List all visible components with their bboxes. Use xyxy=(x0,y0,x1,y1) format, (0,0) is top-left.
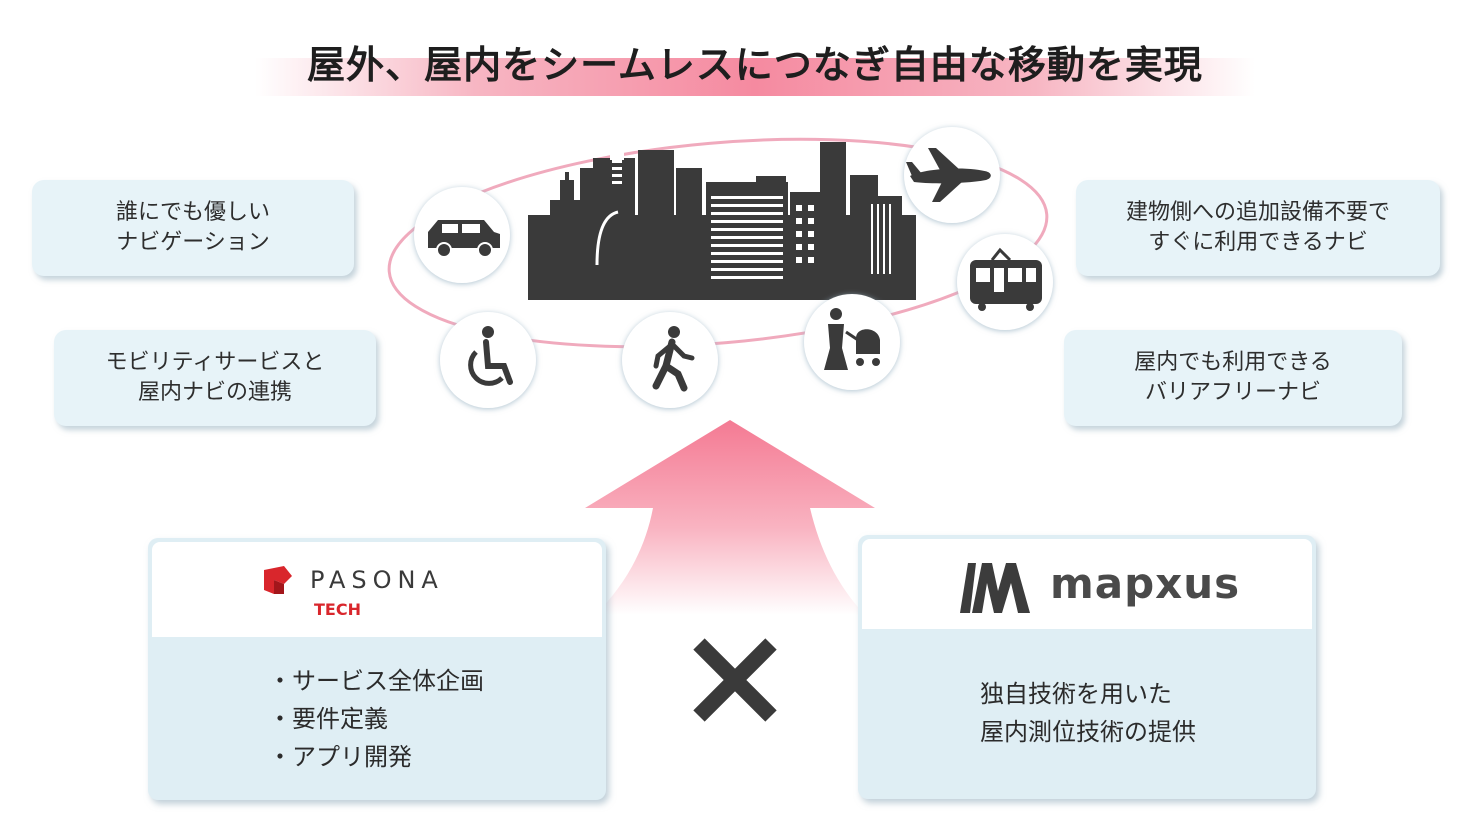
feature-line: 建物側への追加設備不要で xyxy=(1125,200,1390,225)
feature-card-barrier-free: 屋内でも利用できる バリアフリーナビ xyxy=(1064,330,1402,426)
feature-line: すぐに利用できるナビ xyxy=(1148,230,1368,255)
pasona-logo-sub: TECH xyxy=(314,600,361,619)
mapxus-logo-icon xyxy=(960,563,1030,613)
feature-card-friendly-navigation: 誰にでも優しい ナビゲーション xyxy=(32,180,354,276)
feature-line: 誰にでも優しい xyxy=(115,200,270,225)
pasona-role-list: サービス全体企画 要件定義 アプリ開発 xyxy=(268,662,484,776)
times-icon xyxy=(693,638,777,722)
list-item: 要件定義 xyxy=(268,700,484,738)
train-icon xyxy=(957,234,1053,330)
up-arrow-icon xyxy=(585,420,875,615)
feature-line: モビリティサービスと xyxy=(105,350,325,375)
pasona-logo-area: PASONA TECH xyxy=(152,542,602,637)
feature-line: ナビゲーション xyxy=(116,230,270,255)
feature-line: 屋内ナビの連携 xyxy=(137,380,292,405)
partner-card-pasona: PASONA TECH サービス全体企画 要件定義 アプリ開発 xyxy=(148,538,606,800)
pasona-logo-icon xyxy=(264,566,292,594)
pasona-logo-text: PASONA xyxy=(310,566,444,594)
city-skyline-icon xyxy=(528,142,916,300)
description-line: 独自技術を用いた xyxy=(980,680,1172,708)
car-icon xyxy=(414,187,510,283)
page-title: 屋外、屋内をシームレスにつなぎ自由な移動を実現 xyxy=(307,43,1203,87)
pedestrian-icon xyxy=(622,312,718,408)
orbit-ring xyxy=(387,137,1049,349)
wheelchair-icon xyxy=(440,312,536,408)
mobility-scene xyxy=(387,127,1053,408)
airplane-icon xyxy=(904,127,1000,223)
partner-card-mapxus: mapxus 独自技術を用いた 屋内測位技術の提供 xyxy=(858,535,1316,799)
list-item: サービス全体企画 xyxy=(268,662,484,700)
feature-card-mobility-integration: モビリティサービスと 屋内ナビの連携 xyxy=(54,330,376,426)
description-line: 屋内測位技術の提供 xyxy=(980,718,1196,746)
mapxus-logo-text: mapxus xyxy=(1050,559,1241,608)
title-highlight-band xyxy=(255,58,1255,96)
feature-line: 屋内でも利用できる xyxy=(1134,350,1332,375)
mapxus-description: 独自技術を用いた 屋内測位技術の提供 xyxy=(980,675,1196,751)
mapxus-logo-area: mapxus xyxy=(862,539,1312,629)
feature-card-no-equipment: 建物側への追加設備不要で すぐに利用できるナビ xyxy=(1076,180,1440,276)
list-item: アプリ開発 xyxy=(268,738,484,776)
stroller-icon xyxy=(804,294,900,390)
feature-line: バリアフリーナビ xyxy=(1144,380,1321,405)
